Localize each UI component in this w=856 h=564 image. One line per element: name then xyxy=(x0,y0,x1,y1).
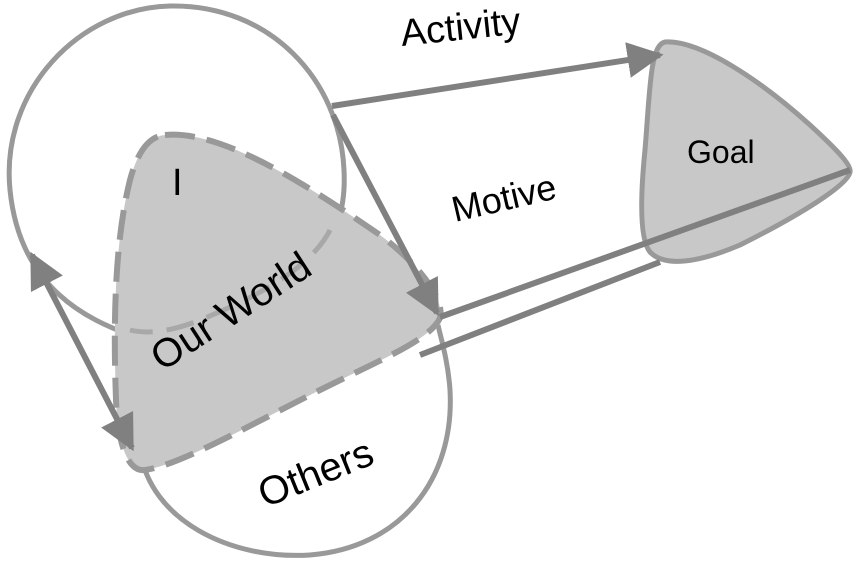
activity-label: Activity xyxy=(399,1,523,55)
others-circle xyxy=(137,324,453,558)
self-others-arrow xyxy=(29,251,135,452)
goal-label: Goal xyxy=(687,134,755,170)
our-world-shape xyxy=(111,131,444,474)
motive-label: Motive xyxy=(448,166,561,230)
motive-line-lower xyxy=(418,259,662,358)
activity-arrow xyxy=(331,42,664,109)
goal-shape xyxy=(639,39,853,264)
others-label: Others xyxy=(252,431,380,517)
self-circle-dashed xyxy=(129,228,333,335)
self-label: I xyxy=(172,162,183,204)
self-to-world-arrow xyxy=(330,113,440,317)
motive-line-upper xyxy=(438,167,852,320)
